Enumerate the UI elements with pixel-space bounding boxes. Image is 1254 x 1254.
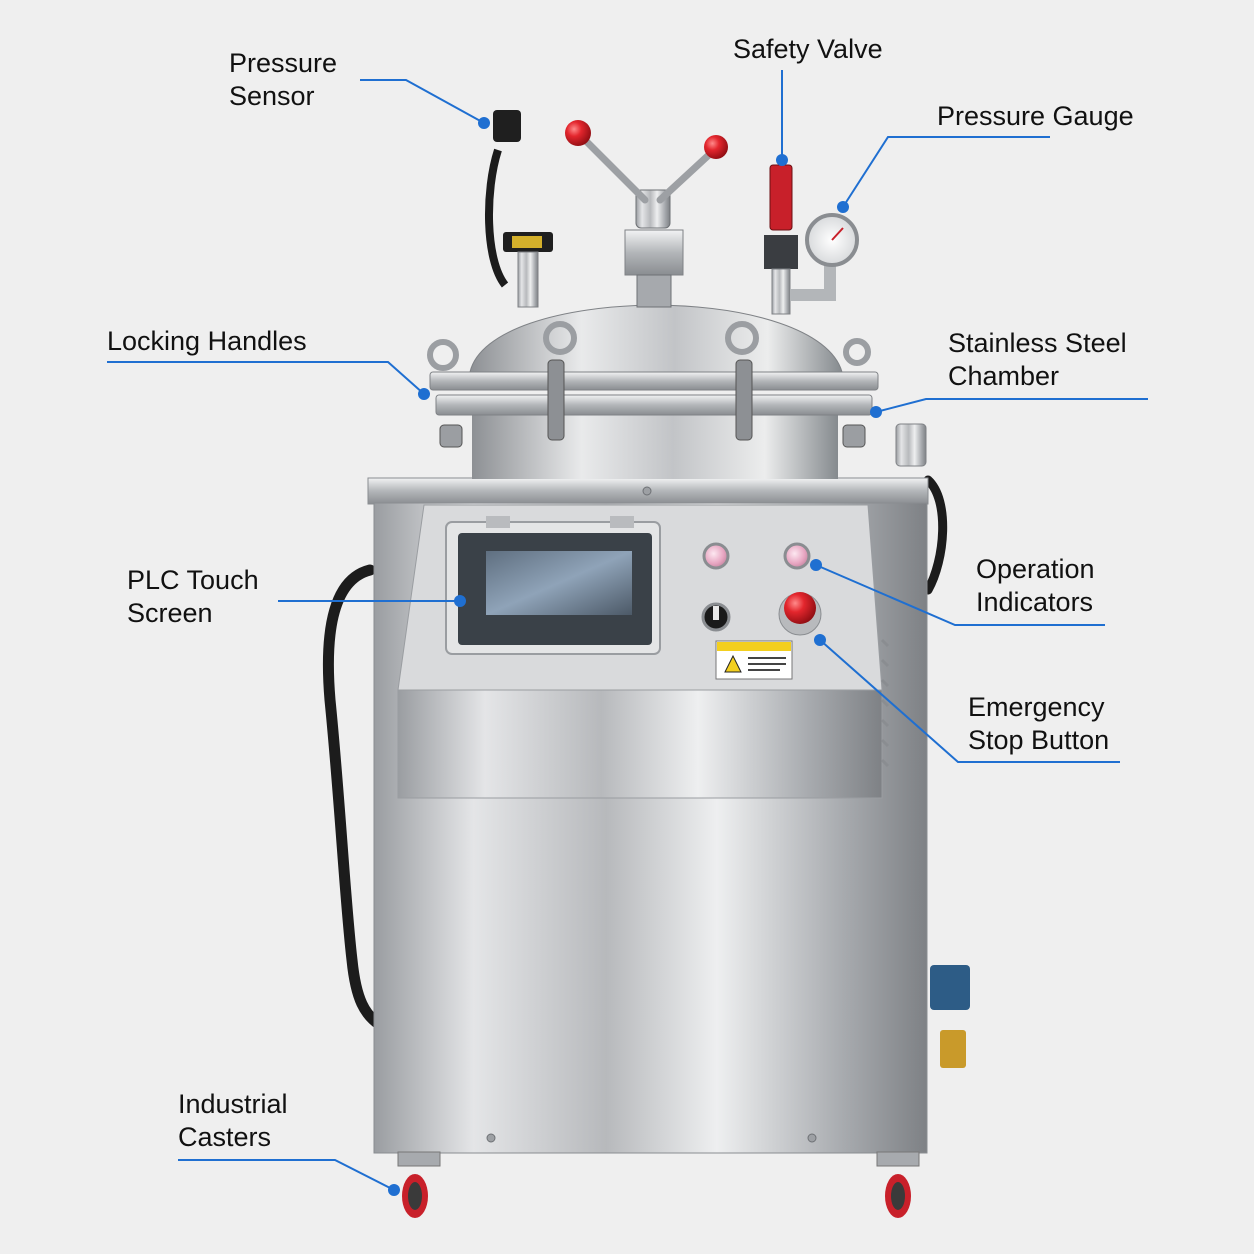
label-line: Chamber [948, 361, 1060, 391]
leader-dots [388, 117, 882, 1196]
label-line: Indicators [976, 587, 1094, 617]
safety-valve-base [764, 235, 798, 269]
warning-label-band [717, 642, 791, 651]
selector-switch-knob [713, 606, 719, 620]
pressure-sensor-head [493, 110, 521, 142]
label-line: Sensor [229, 81, 315, 111]
plc-touch-screen-label: PLC Touch Screen [127, 564, 259, 630]
side-vents [880, 638, 890, 768]
label-line: Locking Handles [107, 326, 307, 356]
leader-pressure-sensor [360, 79, 485, 124]
screen-hinge [610, 516, 634, 528]
panel-lower-band [397, 689, 883, 799]
label-line: Operation [976, 554, 1095, 584]
drain-valve-body [930, 965, 970, 1010]
cross-handle-knob-left[interactable] [565, 120, 591, 146]
cross-handle-arm-right [656, 148, 716, 204]
label-line: Casters [178, 1122, 272, 1152]
leader-pressure-gauge [842, 136, 1050, 208]
leader-lines [107, 70, 1148, 1191]
chamber-body [472, 405, 838, 479]
pressure-sensor-cable [484, 148, 509, 288]
locking-handle[interactable] [842, 338, 871, 448]
caster-left [397, 1151, 441, 1218]
safety-valve-body [769, 164, 793, 231]
label-line: Safety Valve [733, 34, 883, 64]
pressure-sensor-label: Pressure Sensor [229, 47, 337, 113]
leader-casters [178, 1159, 395, 1191]
label-line: Industrial [178, 1089, 288, 1119]
left-hose [322, 564, 386, 1031]
locking-handles-label: Locking Handles [107, 325, 307, 358]
safety-valve-stem [771, 268, 791, 315]
label-line: Pressure [229, 48, 338, 78]
lid-screw-block [624, 229, 684, 276]
leader-locking-handles [107, 361, 425, 395]
screw [642, 486, 652, 496]
cross-handle-knob-right[interactable] [704, 135, 728, 159]
stainless-steel-chamber-label: Stainless Steel Chamber [948, 327, 1127, 393]
lid-screw-column [636, 274, 672, 308]
gauge-needle [831, 227, 844, 241]
steam-fitting [895, 423, 927, 467]
operation-indicators-label: Operation Indicators [976, 553, 1095, 619]
gauge-pipe [790, 265, 836, 301]
pressure-gauge-label: Pressure Gauge [937, 100, 1134, 133]
chamber-dome-lid [469, 304, 843, 373]
screw [807, 1133, 817, 1143]
operation-indicator-right [783, 542, 811, 570]
right-hose [923, 475, 948, 595]
label-line: Stainless Steel [948, 328, 1127, 358]
operation-indicator-left [702, 542, 730, 570]
leader-emergency-stop [819, 639, 1120, 763]
caster-right [876, 1151, 920, 1218]
locking-handle[interactable] [543, 321, 577, 441]
warning-text-lines [748, 657, 786, 671]
leader-stainless-chamber [875, 398, 1148, 413]
locking-handle[interactable] [427, 339, 463, 448]
screw [486, 1133, 496, 1143]
leader-operation-indicators [815, 564, 1105, 626]
plc-touch-screen[interactable] [486, 551, 632, 615]
label-line: Emergency [968, 692, 1105, 722]
chamber-flange-bottom [435, 394, 873, 416]
safety-valve-label: Safety Valve [733, 33, 883, 66]
locking-handle[interactable] [725, 321, 759, 441]
emergency-stop-button[interactable] [784, 592, 816, 624]
label-line: Screen [127, 598, 213, 628]
label-line: Pressure Gauge [937, 101, 1134, 131]
drain-valve-fitting [940, 1030, 966, 1068]
warning-triangle-icon [724, 654, 742, 673]
cross-handle-arm-left [579, 134, 649, 204]
pressure-sensor-stem [517, 251, 539, 308]
industrial-casters-label: Industrial Casters [178, 1088, 288, 1154]
label-line: Stop Button [968, 725, 1110, 755]
emergency-stop-label: Emergency Stop Button [968, 691, 1109, 757]
label-line: PLC Touch [127, 565, 259, 595]
chamber-flange-top [429, 371, 879, 391]
screen-hinge [486, 516, 510, 528]
pressure-sensor-band [512, 236, 542, 248]
